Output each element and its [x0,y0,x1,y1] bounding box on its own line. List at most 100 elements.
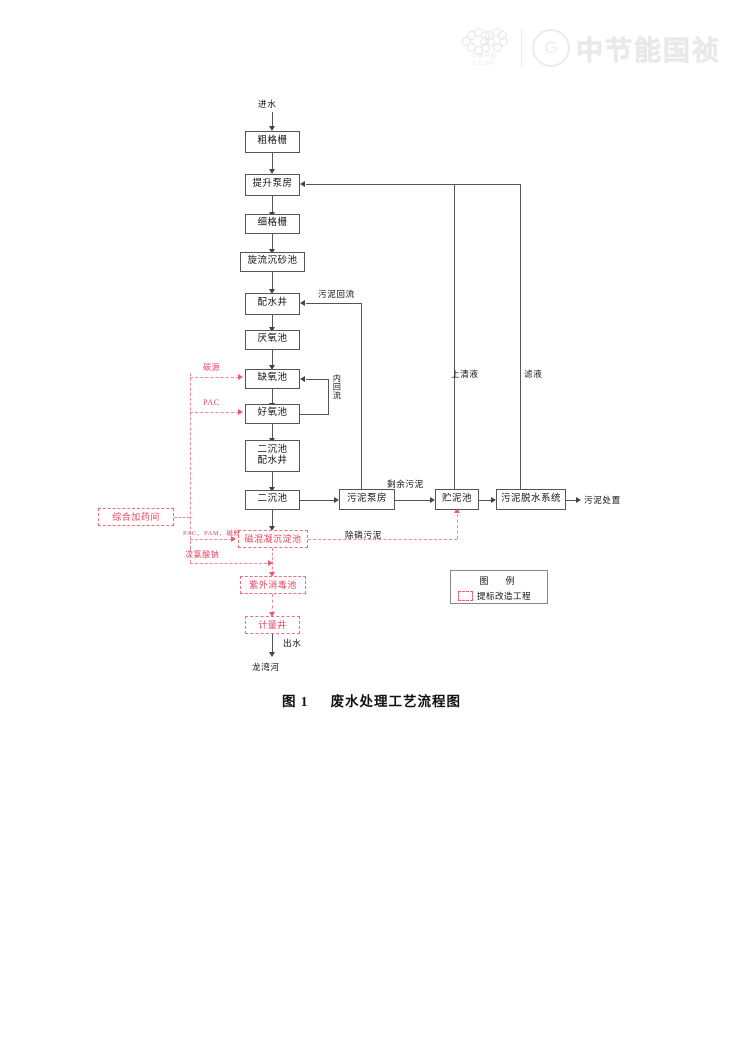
arrow-anaerobic-to-anoxic [269,365,275,370]
arrow-grit-to-distribution [269,289,275,294]
label-filtrate: 滤液 [524,369,543,379]
arrow-clarifier-to-sludge-pump [334,497,339,503]
unit-label: 粗格栅 [257,136,288,147]
watermark-divider [521,28,522,68]
connector-excess-sludge [395,500,433,501]
unit-sludge-dewatering-system[interactable]: 污泥脱水系统 [496,489,566,510]
unit-label-line2: 配水井 [257,456,288,466]
unit-label: 旋流沉砂池 [247,256,298,267]
unit-lift-pump-house[interactable]: 提升泵房 [245,174,300,196]
arrow-coarse-to-lift [269,169,275,174]
unit-label: 细格栅 [257,218,288,229]
unit-label: 紫外消毒池 [249,579,297,590]
unit-aerobic-tank[interactable]: 好氧池 [245,404,300,424]
connector-phosphorus-sludge [308,539,457,540]
figure-caption: 图 1 废水处理工艺流程图 [0,690,743,710]
unit-fine-screen[interactable]: 细格栅 [245,214,300,234]
label-supernatant: 上清液 [451,369,479,379]
connector-scdw-to-clarifier [272,472,273,489]
sludge-return-riser [361,303,362,489]
label-internal-return: 内回流 [332,374,342,400]
arrow-storage-to-dewatering [491,497,496,503]
connector-inlet [272,112,273,128]
label-carbon-source: 碳源 [203,363,221,372]
unit-sludge-pump-house[interactable]: 污泥泵房 [339,489,395,510]
arrow-phosphorus-sludge [454,508,460,513]
arrow-fine-to-grit [269,249,275,254]
unit-secondary-clarifier-distribution-well[interactable]: 二沉池 配水井 [245,440,300,472]
connector-clarifier-to-sludge-pump [300,500,336,501]
unit-label-line1: 二沉池 [257,444,288,455]
brand-g-icon: G [532,29,570,67]
arrow-sludge-return [300,300,305,306]
supernatant-riser [454,184,455,489]
unit-label: 贮泥池 [441,493,472,504]
arrow-inlet [269,126,275,131]
arrow-distribution-to-anaerobic [269,327,275,332]
unit-label: 提升泵房 [252,179,293,190]
arrow-dewatering-to-disposal [576,497,581,503]
connector-storage-to-dewatering [479,500,493,501]
internal-return-bottom [300,414,328,415]
label-pac-pam-magnetic-powder: PAC、PAM、磁粉 [183,530,241,537]
arrow-supernatant [300,181,305,187]
connector-coarse-to-lift [272,153,273,171]
unit-label: 厌氧池 [257,334,288,345]
unit-distribution-well[interactable]: 配水井 [245,293,300,315]
brand-logo: G 中节能国祯 [532,29,721,68]
unit-magnetic-coagulation-sedimentation-tank[interactable]: 磁混凝沉淀池 [238,530,308,548]
connector-carbon-source [190,377,239,378]
phosphorus-sludge-riser [457,514,458,539]
legend-item-upgrade: 提标改造工程 [451,587,547,605]
connector-anoxic-to-aerobic [272,389,273,405]
unit-label: 计量井 [258,619,287,630]
arrow-internal-return [300,376,305,382]
legend-swatch-icon [458,591,473,601]
connector-dewatering-to-disposal [566,500,578,501]
outlet-label: 出水 [283,638,302,648]
unit-anaerobic-tank[interactable]: 厌氧池 [245,330,300,350]
label-pac: PAC [203,398,220,407]
label-sludge-return: 污泥回流 [318,289,355,299]
cecep-mark-cn: 中国节能 [470,53,497,60]
label-phosphorus-sludge: 除磷污泥 [345,530,382,540]
arrow-excess-sludge [430,497,435,503]
unit-label: 综合加药间 [112,511,160,522]
unit-label: 二沉池 [257,494,288,505]
arrow-scdw-to-clarifier [269,487,275,492]
arrow-pac-pam-powder [231,536,236,542]
chemical-riser-line [190,373,191,549]
unit-vortex-grit-chamber[interactable]: 旋流沉砂池 [240,252,305,272]
arrow-magnetic-to-uv [269,572,275,577]
unit-sludge-storage-tank[interactable]: 贮泥池 [435,489,479,510]
unit-metering-well[interactable]: 计量井 [245,616,300,634]
connector-distribution-to-anaerobic [272,315,273,329]
figure-title: 废水处理工艺流程图 [330,694,462,709]
unit-anoxic-tank[interactable]: 缺氧池 [245,369,300,389]
unit-chemical-dosing-room[interactable]: 综合加药间 [98,508,174,526]
inlet-label: 进水 [258,99,277,109]
connector-lift-to-fine [272,196,273,214]
unit-secondary-clarifier[interactable]: 二沉池 [245,490,300,510]
unit-coarse-screen[interactable]: 粗格栅 [245,131,300,153]
internal-return-top [306,379,328,380]
connector-hypochlorite-riser [190,549,191,563]
figure-number: 图 1 [281,694,309,709]
arrow-clarifier-to-magnetic [269,526,275,531]
unit-label: 配水井 [257,298,288,309]
cecep-mark-en: CECEP [473,61,495,67]
arrow-carbon-source [238,374,243,380]
watermark-logo: 中国节能 CECEP G 中节能国祯 [457,24,721,72]
connector-clarifier-to-magnetic [272,510,273,528]
unit-label: 缺氧池 [257,373,288,384]
cecep-emblem: 中国节能 CECEP [457,24,511,72]
connector-aerobic-to-sc-distribution [272,424,273,440]
legend-box: 图 例 提标改造工程 [450,570,548,604]
connector-pac-pam-powder [190,539,232,540]
connector-uv-to-metering [272,594,273,614]
unit-uv-disinfection-tank[interactable]: 紫外消毒池 [240,576,306,594]
filtrate-top [454,184,520,185]
supernatant-top [306,184,454,185]
sludge-return-top [306,303,361,304]
brand-name: 中节能国祯 [576,35,721,66]
